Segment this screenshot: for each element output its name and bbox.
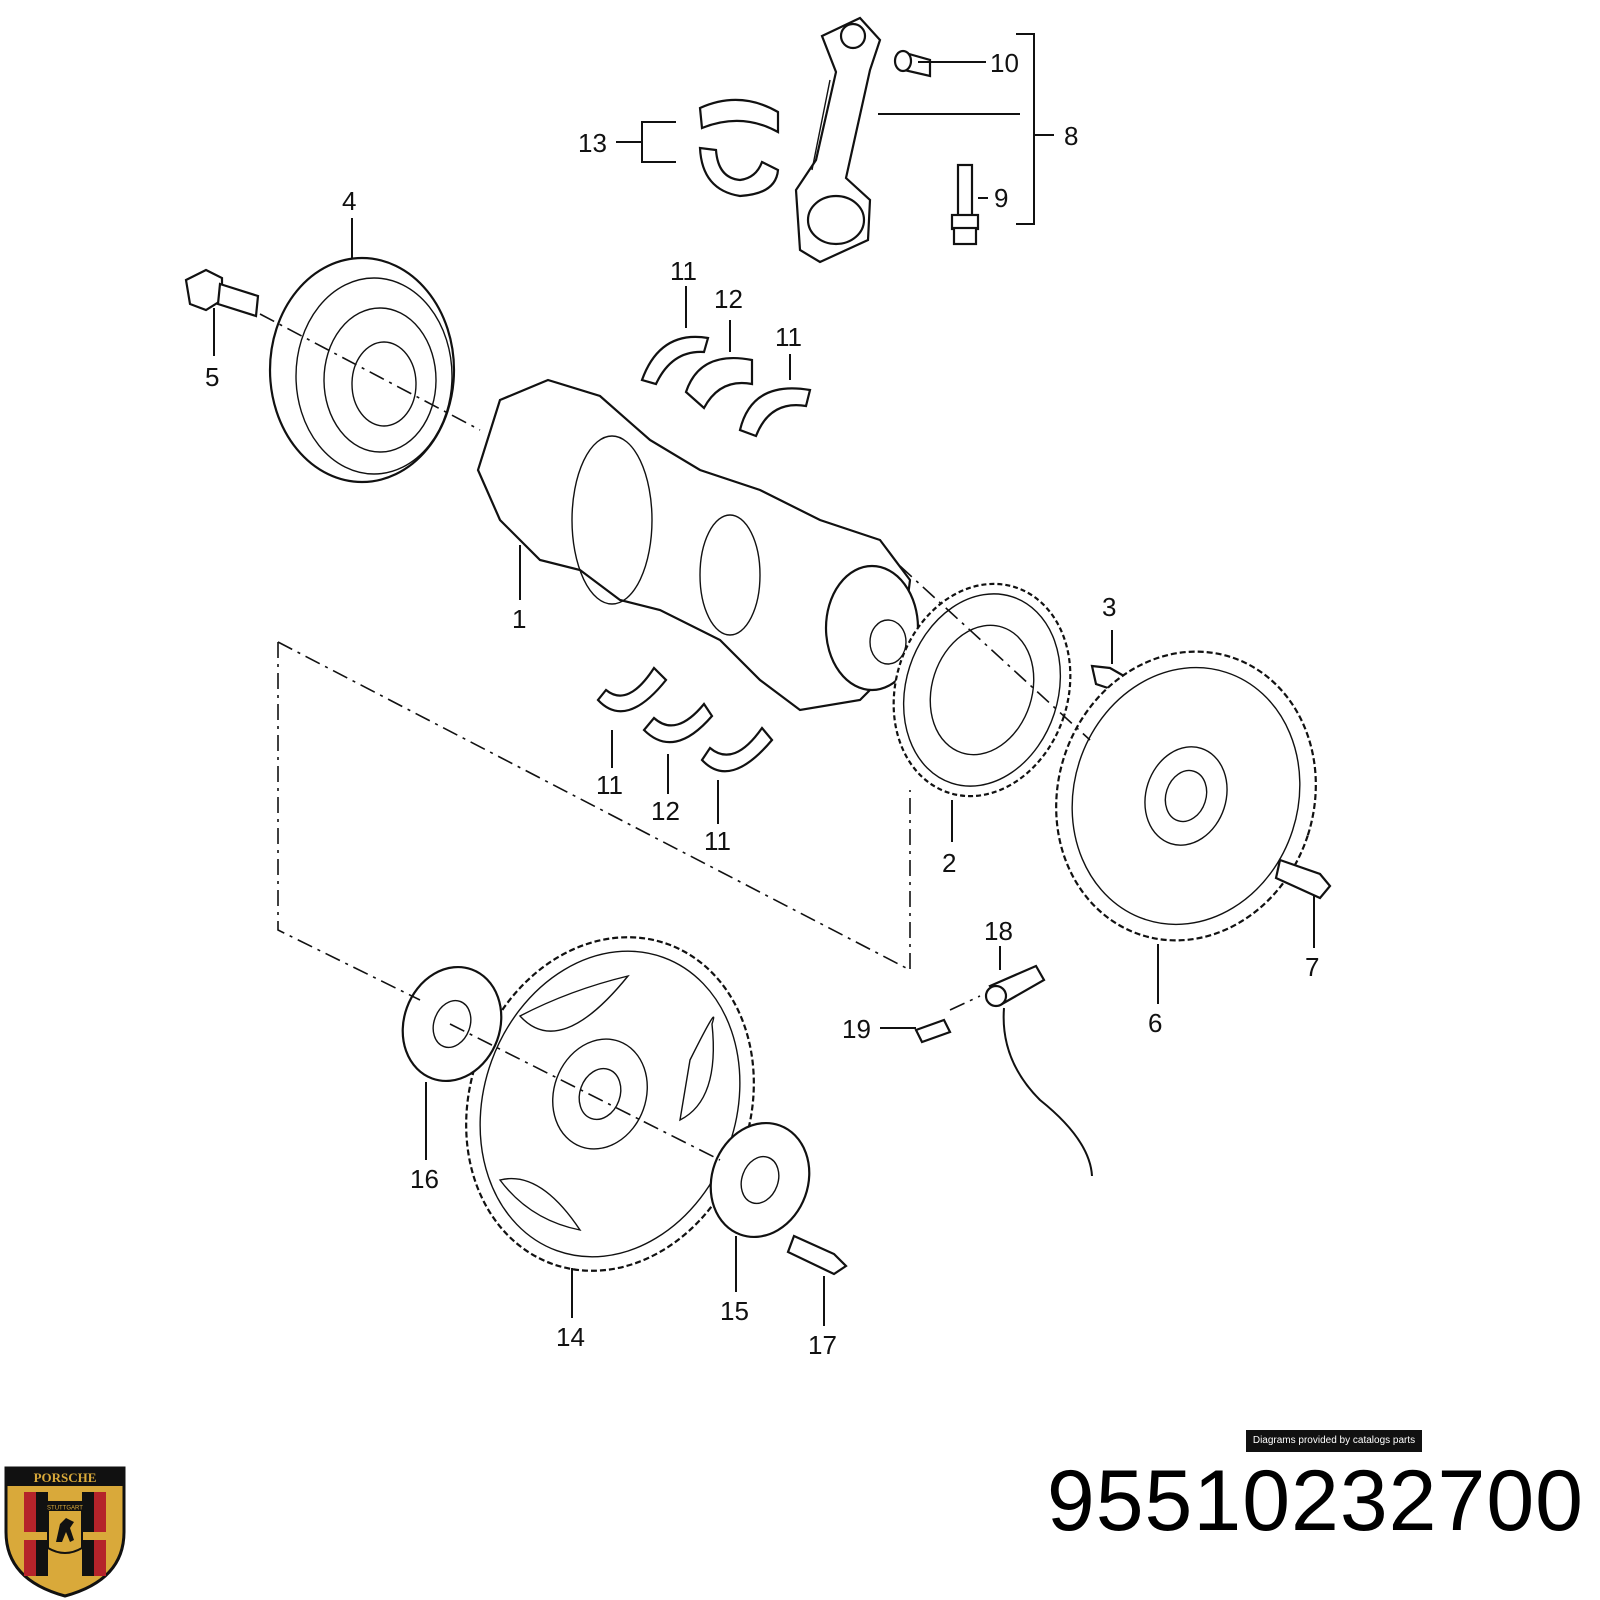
callout-5: 5 [205, 362, 219, 392]
part-number: 95510232700 [1046, 1453, 1584, 1549]
callout-15: 15 [720, 1296, 749, 1326]
pulley [268, 256, 456, 484]
callout-12-lower: 12 [651, 796, 680, 826]
upper-thrust-washers [640, 335, 812, 438]
callout-17: 17 [808, 1330, 837, 1360]
callout-2: 2 [942, 848, 956, 878]
callout-13: 13 [578, 128, 607, 158]
callout-1: 1 [512, 604, 526, 634]
crankshaft [476, 378, 920, 712]
porsche-crest-logo: PORSCHE STUTTGART [4, 1466, 126, 1598]
flywheel [1055, 650, 1317, 942]
callout-6: 6 [1148, 1008, 1162, 1038]
pulley-bolt [184, 268, 260, 318]
callout-11-upper-left: 11 [670, 256, 697, 286]
lower-thrust-washers [596, 666, 774, 773]
logo-city-text: STUTTGART [47, 1506, 83, 1512]
callout-12-upper: 12 [714, 284, 743, 314]
callout-7: 7 [1305, 952, 1319, 982]
callout-8: 8 [1064, 121, 1078, 151]
callout-11-upper-right: 11 [775, 322, 802, 352]
spacer-disc-front [401, 965, 503, 1083]
callout-16: 16 [410, 1164, 439, 1194]
callout-4: 4 [342, 186, 356, 216]
callout-18: 18 [984, 916, 1013, 946]
callout-numbers: 1 2 3 4 5 6 7 8 9 10 11 12 11 11 12 11 1… [205, 48, 1319, 1360]
speed-sensor [984, 964, 1093, 1177]
connecting-rod [794, 16, 882, 264]
assembly-guide-lines [259, 313, 1091, 1161]
spacer-disc-rear [709, 1121, 811, 1239]
callout-10: 10 [990, 48, 1019, 78]
drive-plate-bolt [786, 1234, 848, 1276]
small-end-bushing [893, 49, 932, 78]
callout-11-lower-left: 11 [596, 770, 623, 800]
callout-9: 9 [994, 183, 1008, 213]
logo-brand-text: PORSCHE [34, 1470, 97, 1485]
leader-lines [213, 33, 1315, 1326]
diagram-credit-bar: Diagrams provided by catalogs parts [1246, 1430, 1422, 1452]
callout-19: 19 [842, 1014, 871, 1044]
callout-3: 3 [1102, 592, 1116, 622]
rod-bolt [950, 163, 980, 246]
callout-11-lower-right: 11 [704, 826, 731, 856]
sensor-bolt [914, 1018, 952, 1044]
callout-14: 14 [556, 1322, 585, 1352]
flywheel-bolt [1274, 858, 1332, 900]
rod-bearing-shells [698, 98, 780, 198]
